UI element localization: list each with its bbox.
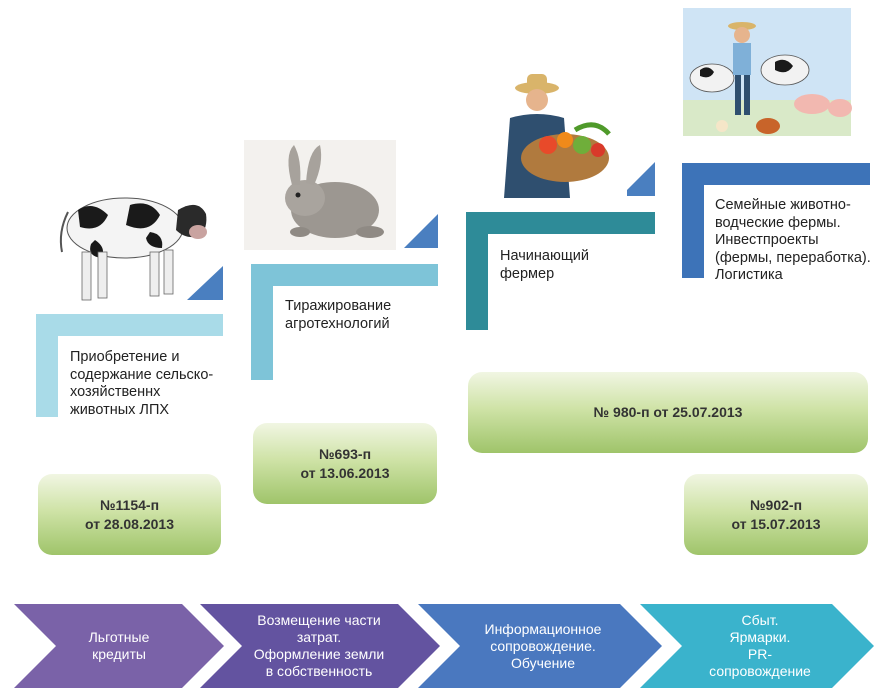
chevron-2-label: Возмещение части затрат. Оформление земл… [253, 612, 385, 679]
step-2-bar-top [251, 264, 438, 286]
step-1-bar-top [36, 314, 223, 336]
step-1-bar-left [36, 314, 58, 417]
farm-image [683, 8, 852, 136]
badge-decree-980: № 980-п от 25.07.2013 [468, 372, 868, 453]
step-2-bar-left [251, 264, 273, 380]
cow-image [59, 197, 207, 301]
badge-decree-902: №902-п от 15.07.2013 [684, 474, 868, 555]
badge-decree-693: №693-п от 13.06.2013 [253, 423, 437, 504]
step-2-text: Тиражирование агротехнологий [285, 298, 392, 332]
rabbit-image [244, 140, 396, 250]
step-3-text: Начинающий фермер [500, 248, 589, 282]
farmer-image [497, 72, 627, 202]
step-1-arrow [187, 266, 223, 300]
step-2-arrow [404, 214, 438, 248]
step-3-bar-left [466, 212, 488, 330]
badge-decree-1154: №1154-п от 28.08.2013 [38, 474, 221, 555]
step-1-text: Приобретение и содержание сельско- хозяй… [70, 349, 214, 418]
step-4-bar-top [682, 163, 870, 185]
step-4-bar-left [682, 163, 704, 278]
chevron-4-label: Сбыт. Ярмарки. PR- сопровождение [709, 612, 811, 679]
step-3-bar-top [466, 212, 655, 234]
step-4-text: Семейные животно- водческие фермы. Инвес… [715, 197, 871, 283]
chevron-1-label: Льготные кредиты [88, 629, 150, 662]
chevron-3-label: Информационное сопровождение. Обучение [484, 620, 602, 671]
